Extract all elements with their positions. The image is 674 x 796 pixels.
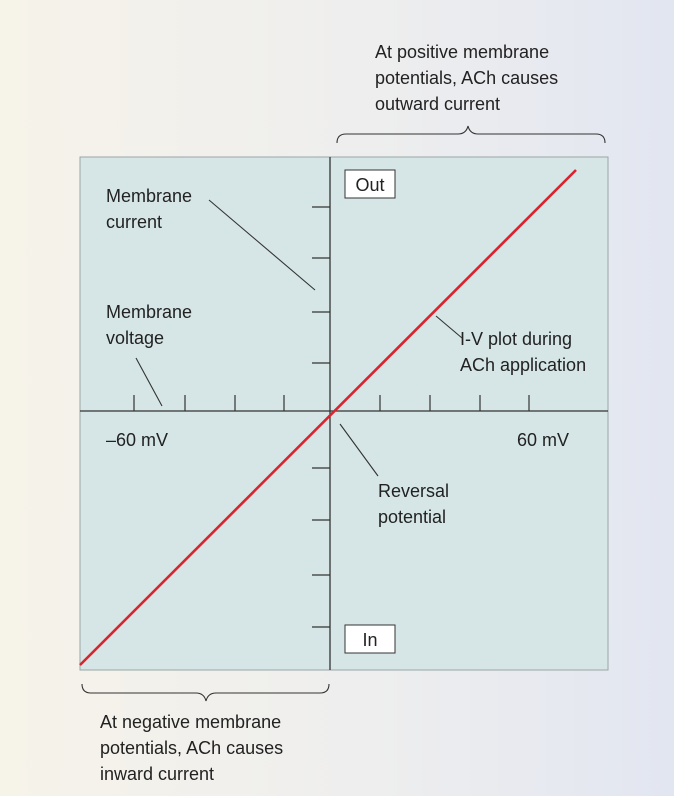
bottom-brace (81, 683, 330, 702)
membrane-current-line2: current (106, 212, 162, 232)
iv-plot-label-line2: ACh application (460, 355, 586, 375)
bottom-annotation-line3: inward current (100, 764, 214, 784)
reversal-potential-leader (339, 423, 379, 477)
top-brace (336, 125, 606, 144)
x-axis-ticks (133, 395, 530, 411)
membrane-voltage-leader (135, 357, 163, 407)
membrane-current-line1: Membrane (106, 186, 192, 206)
bottom-annotation-line1: At negative membrane (100, 712, 281, 732)
top-annotation-line1: At positive membrane (375, 42, 549, 62)
top-annotation-line3: outward current (375, 94, 500, 114)
out-label: Out (355, 175, 384, 195)
out-box (344, 169, 396, 199)
iv-plot-leader (435, 315, 463, 339)
top-annotation-line2: potentials, ACh causes (375, 68, 558, 88)
membrane-current-leader (208, 199, 316, 291)
in-label: In (362, 630, 377, 650)
bottom-annotation-line2: potentials, ACh causes (100, 738, 283, 758)
in-box (344, 624, 396, 654)
membrane-voltage-line1: Membrane (106, 302, 192, 322)
membrane-voltage-line2: voltage (106, 328, 164, 348)
reversal-potential-line2: potential (378, 507, 446, 527)
plot-area (79, 156, 609, 671)
reversal-potential-line1: Reversal (378, 481, 449, 501)
iv-line (79, 169, 577, 666)
pos-60-mv-label: 60 mV (517, 430, 569, 450)
y-axis-ticks (312, 206, 330, 628)
iv-plot-label-line1: I-V plot during (460, 329, 572, 349)
neg-60-mv-label: –60 mV (106, 430, 168, 450)
